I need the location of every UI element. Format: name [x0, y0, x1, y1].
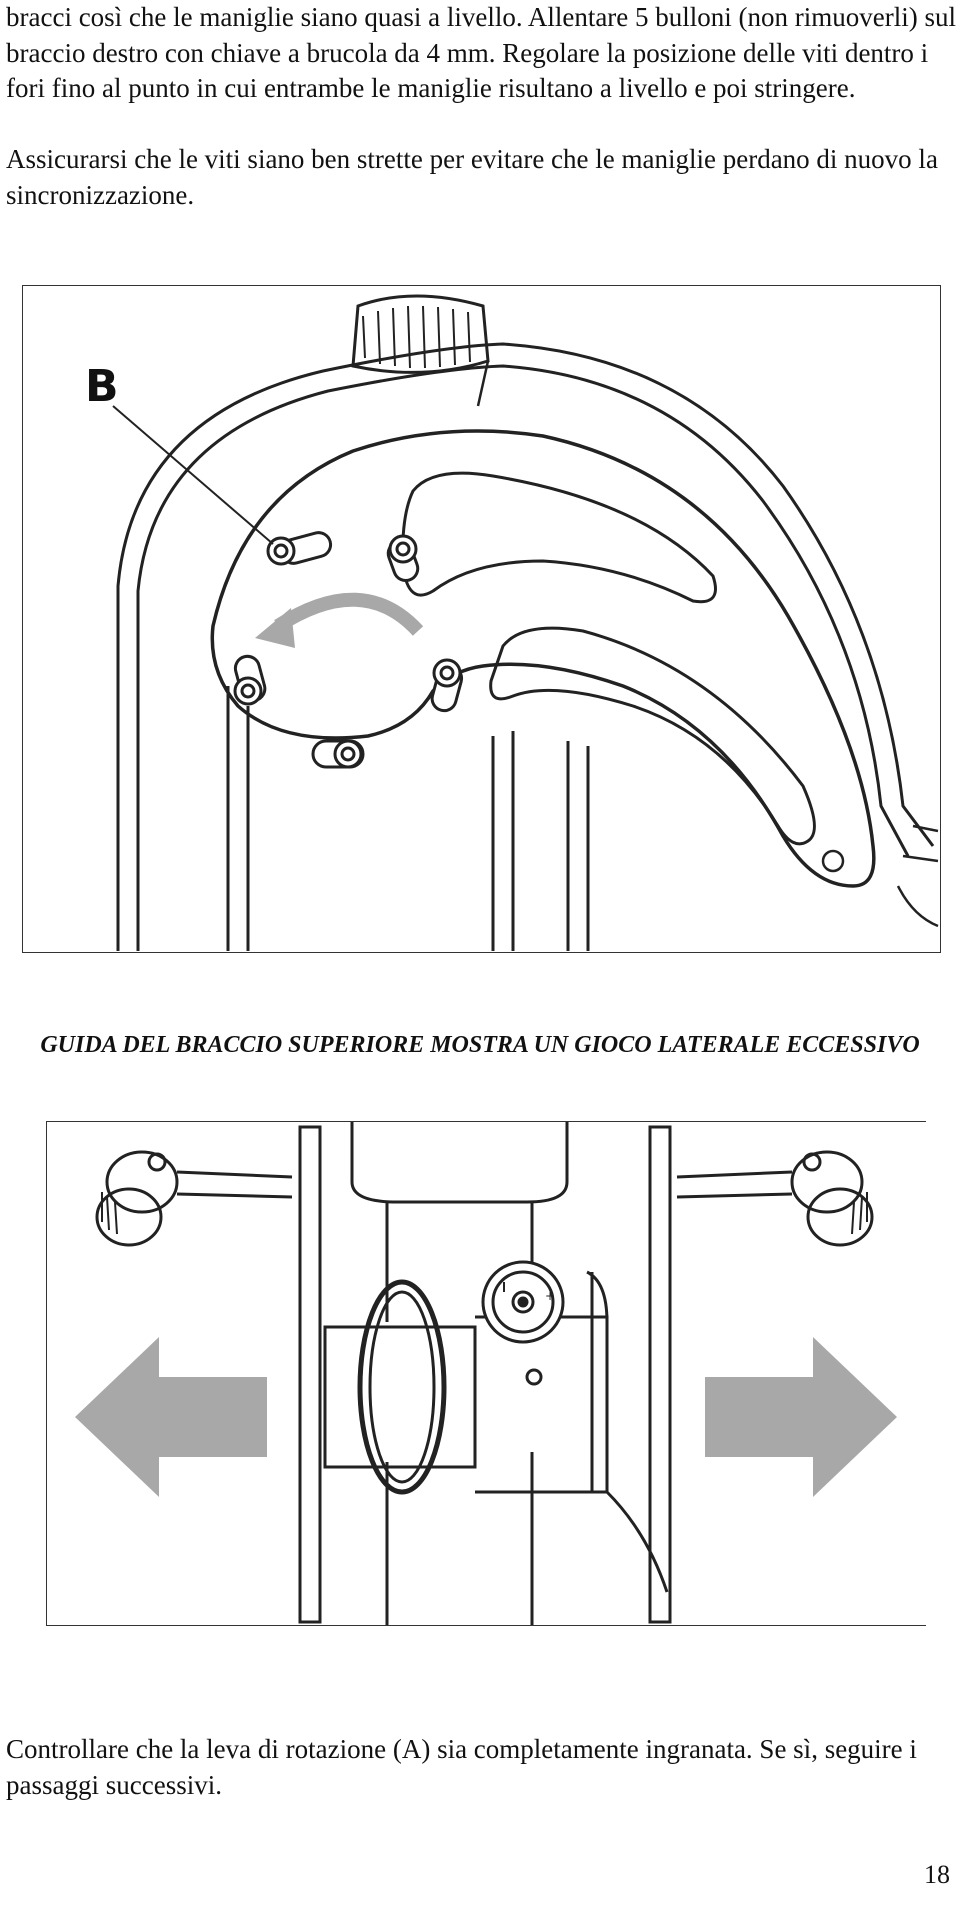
paragraph-warning: Assicurarsi che le viti siano ben strett…	[6, 144, 938, 210]
figure-caption: GUIDA DEL BRACCIO SUPERIORE MOSTRA UN GI…	[40, 1032, 920, 1058]
arrow-right-icon	[705, 1337, 897, 1497]
bolts	[233, 531, 464, 769]
upper-arm-guide-illustration: +	[46, 1121, 926, 1626]
paragraph-instructions: bracci così che le maniglie siano quasi …	[6, 2, 956, 103]
paragraph-check-lever: Controllare che la leva di rotazione (A)…	[6, 1734, 917, 1800]
svg-text:+: +	[545, 1289, 555, 1303]
arm-bolts-drawing: B	[85, 294, 939, 951]
rotation-arrow	[255, 592, 424, 648]
arrow-left-icon	[75, 1337, 267, 1497]
label-b: B	[85, 361, 119, 412]
arm-bolts-illustration: B	[22, 285, 941, 953]
page-number: 18	[924, 1860, 950, 1889]
label-b-leader	[112, 405, 274, 545]
upper-arm-guide-drawing: +	[75, 1122, 897, 1625]
